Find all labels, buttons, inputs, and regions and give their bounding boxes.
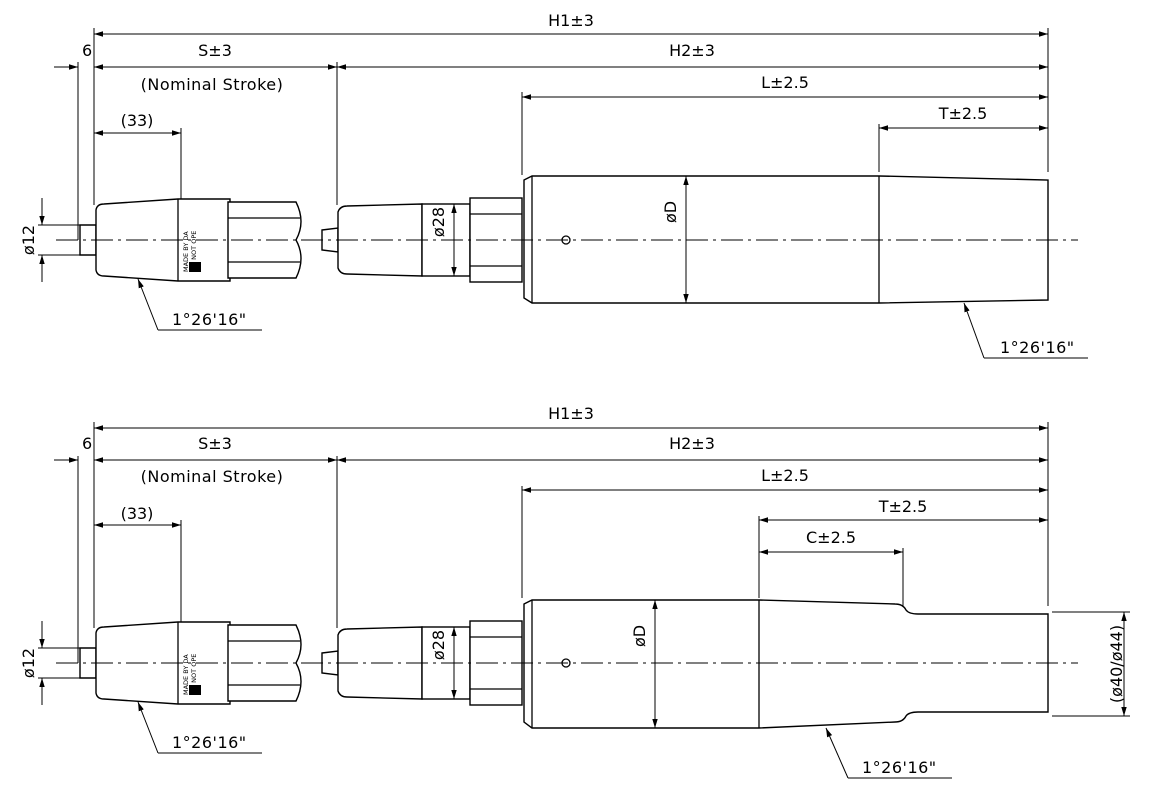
view-bottom: H1±3 6 S±3 (Nominal Stroke) H2±3 L±2.5 T… <box>19 404 1130 779</box>
dim-6: 6 <box>82 41 92 60</box>
dim-33: (33) <box>121 504 154 523</box>
dim-l: L±2.5 <box>761 73 809 92</box>
dim-c: C±2.5 <box>806 528 856 547</box>
dim-h2: H2±3 <box>669 41 715 60</box>
dim-d28: ø28 <box>429 630 448 660</box>
hex-nut-broken <box>227 201 302 279</box>
svg-text:MADE BY DA: MADE BY DA <box>182 654 190 695</box>
view-top: H1±3 6 S±3 (Nominal Stroke) H2±3 L±2.5 T… <box>19 11 1088 359</box>
nominal-stroke-label: (Nominal Stroke) <box>141 75 284 94</box>
marking-text: MADE BY DA DO NOT OPE <box>182 654 198 695</box>
hex-nut-broken <box>227 624 302 702</box>
svg-text:DO NOT OPE: DO NOT OPE <box>190 231 198 272</box>
dim-l: L±2.5 <box>761 466 809 485</box>
leader-angle-right <box>963 302 985 359</box>
cylinder-body-stepped <box>523 599 1049 729</box>
dim-d12: ø12 <box>19 648 38 678</box>
leader-angle-left <box>137 701 159 754</box>
cylinder-body <box>523 175 1049 304</box>
dim-t: T±2.5 <box>878 497 928 516</box>
dim-s: S±3 <box>198 434 232 453</box>
leader-angle-left <box>137 278 159 331</box>
dim-s: S±3 <box>198 41 232 60</box>
dim-h2: H2±3 <box>669 434 715 453</box>
dim-33: (33) <box>121 111 154 130</box>
dim-d28: ø28 <box>429 207 448 237</box>
marking-text: MADE BY DA DO NOT OPE <box>182 231 198 272</box>
svg-text:MADE BY DA: MADE BY DA <box>182 231 190 272</box>
dim-h1: H1±3 <box>548 11 594 30</box>
angle-right: 1°26'16" <box>862 758 937 777</box>
svg-text:DO NOT OPE: DO NOT OPE <box>190 654 198 695</box>
dim-h1: H1±3 <box>548 404 594 423</box>
dim-d4044: (ø40/ø44) <box>1107 625 1126 703</box>
logo-mark <box>189 262 201 272</box>
nominal-stroke-label: (Nominal Stroke) <box>141 467 284 486</box>
angle-left: 1°26'16" <box>172 310 247 329</box>
angle-left: 1°26'16" <box>172 733 247 752</box>
dim-t: T±2.5 <box>938 104 988 123</box>
logo-mark <box>189 685 201 695</box>
dim-dD: øD <box>630 625 649 647</box>
dim-d12: ø12 <box>19 225 38 255</box>
angle-right: 1°26'16" <box>1000 338 1075 357</box>
dim-dD: øD <box>661 201 680 223</box>
dim-6: 6 <box>82 434 92 453</box>
leader-angle-right <box>825 727 849 779</box>
